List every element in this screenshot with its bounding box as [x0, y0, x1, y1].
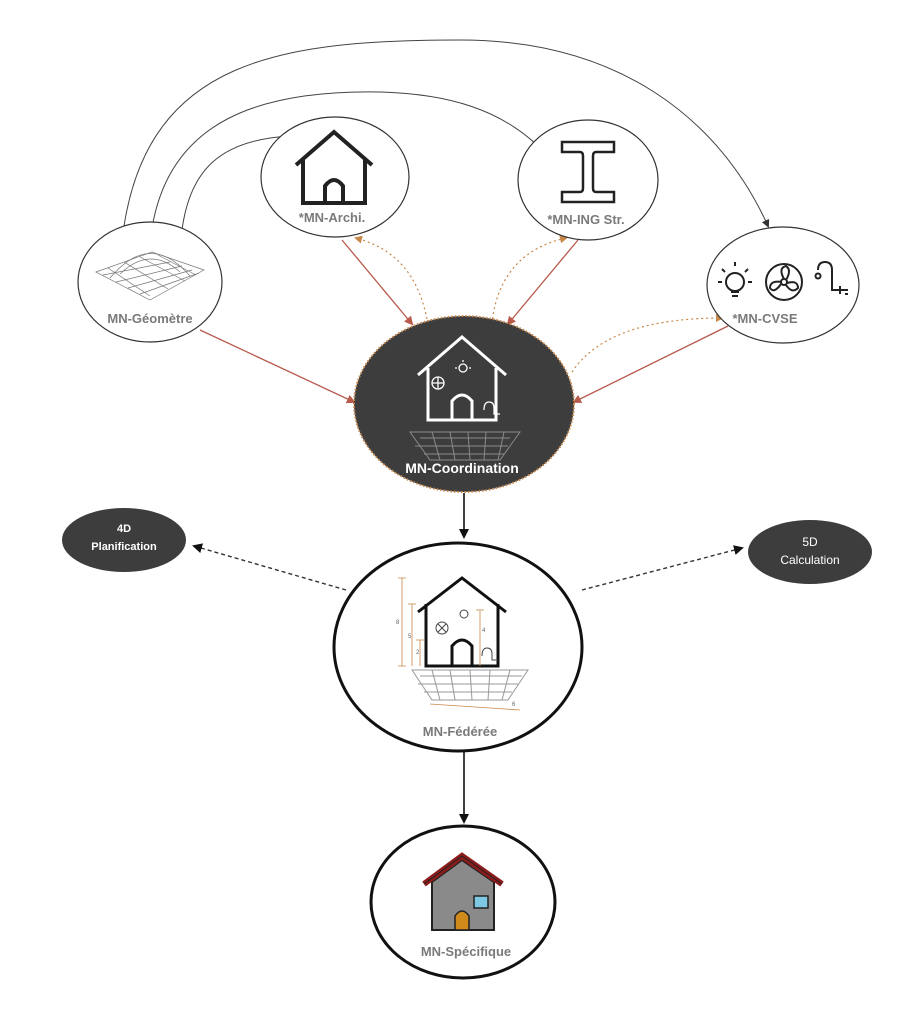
dimension-label: 6	[512, 702, 516, 708]
feedback-coordination-to-ing-str	[491, 235, 568, 325]
steel-i-beam-icon	[560, 140, 616, 204]
node-cvse[interactable]: *MN-CVSE	[706, 226, 860, 344]
calculation-line1: 5D	[802, 535, 818, 549]
curve-geometre-to-cvse	[123, 39, 770, 228]
curve-geometre-to-ing-str	[151, 91, 540, 229]
geometre-curved-connectors	[123, 39, 770, 231]
calculation-line2: Calculation	[780, 553, 839, 567]
dimension-label: 8	[396, 620, 400, 626]
node-federee[interactable]: 8 5 2 4 6 MN-Fédérée	[332, 541, 584, 753]
feedback-coordination-to-cvse	[571, 314, 724, 373]
feedback-coordination-to-archi	[354, 235, 429, 325]
ing-str-label: *MN-ING Str.	[547, 212, 624, 227]
node-calculation[interactable]: 5D Calculation	[748, 520, 872, 584]
faucet-icon	[814, 260, 848, 295]
arrow-federee-to-planification	[192, 543, 347, 591]
colored-house-icon	[422, 852, 504, 931]
fan-icon	[765, 263, 803, 301]
arrow-geometre-to-coordination	[199, 329, 356, 404]
coordination-label: MN-Coordination	[405, 460, 519, 476]
arrow-cvse-to-coordination	[572, 325, 729, 403]
specifique-label: MN-Spécifique	[421, 944, 511, 959]
dimension-label: 4	[482, 628, 486, 634]
dotted-feedback-arrows	[354, 235, 724, 373]
node-ing-str[interactable]: *MN-ING Str.	[517, 119, 659, 241]
federee-label: MN-Fédérée	[423, 724, 497, 739]
node-coordination[interactable]: MN-Coordination	[353, 315, 575, 493]
node-specifique[interactable]: MN-Spécifique	[369, 824, 557, 980]
node-archi[interactable]: *MN-Archi.	[260, 116, 410, 238]
house-outline-icon	[294, 129, 374, 205]
red-arrows-to-coordination	[199, 239, 729, 404]
node-geometre[interactable]: MN-Géomètre	[77, 221, 223, 343]
curve-geometre-to-archi	[181, 132, 292, 231]
arrow-archi-to-coordination	[341, 239, 414, 326]
planification-line2: Planification	[91, 541, 157, 553]
dimensioned-house-icon: 8 5 2 4 6	[396, 576, 529, 711]
geometre-label: MN-Géomètre	[107, 311, 192, 326]
dimension-label: 5	[408, 634, 412, 640]
arrow-ing-str-to-coordination	[506, 239, 579, 326]
arrow-federee-to-calculation	[581, 545, 744, 591]
node-planification[interactable]: 4D Planification	[62, 508, 186, 572]
house-systems-on-terrain-icon	[409, 335, 521, 461]
dimension-label: 2	[416, 650, 420, 656]
cvse-label: *MN-CVSE	[732, 311, 797, 326]
light-bulb-icon	[718, 262, 752, 297]
terrain-mesh-icon	[95, 251, 205, 301]
archi-label: *MN-Archi.	[299, 210, 365, 225]
planification-line1: 4D	[117, 523, 131, 535]
